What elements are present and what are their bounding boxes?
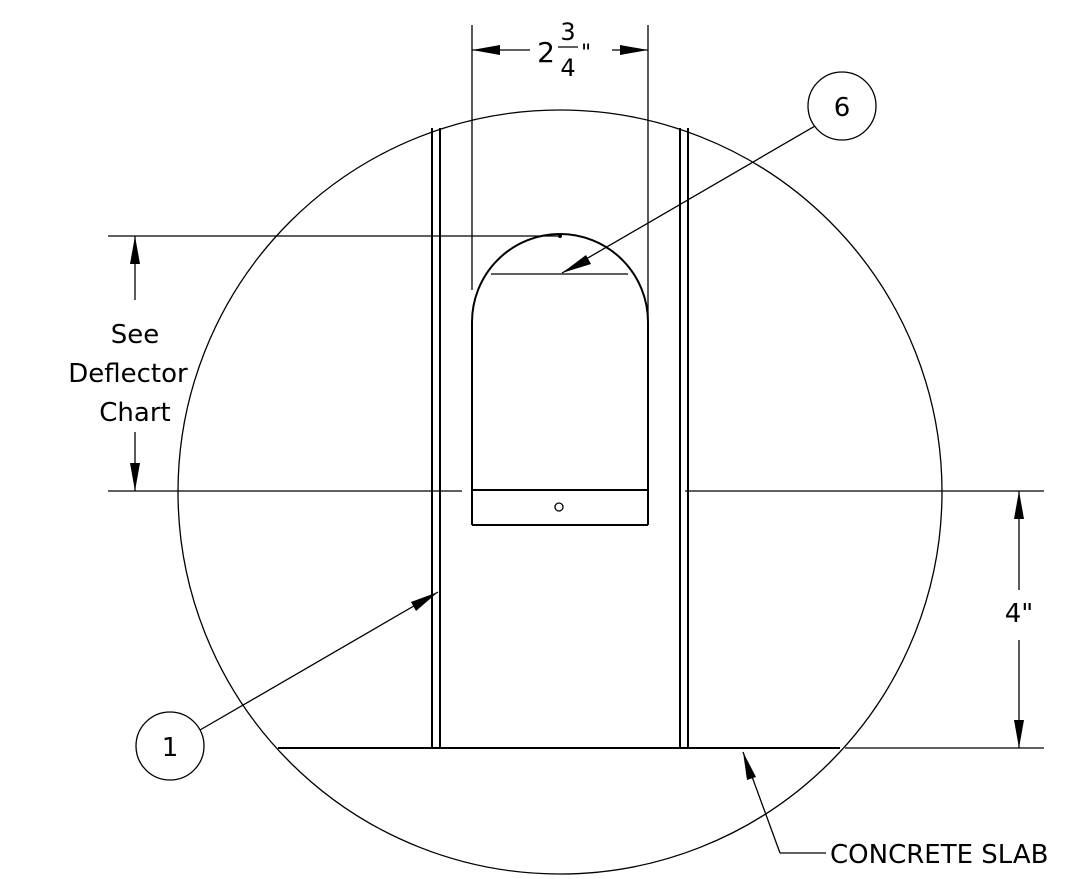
width-dimension: 2 3 4 " (471, 18, 649, 320)
height-dimension: See Deflector Chart (68, 235, 1044, 492)
detail-circle (177, 109, 943, 875)
height-dim-line-2: Deflector (68, 359, 188, 389)
height-dim-line-3: Chart (99, 398, 170, 428)
balloon-1-label: 1 (162, 733, 179, 763)
balloon-6-label: 6 (834, 93, 851, 123)
left-channel (431, 128, 441, 748)
mounting-hole (554, 502, 564, 512)
width-dim-unit: " (581, 41, 591, 66)
slab-height-label: 4" (1005, 599, 1034, 629)
width-dim-whole: 2 (537, 36, 555, 69)
slab-height-dimension: 4" (845, 491, 1044, 749)
concrete-slab-callout: CONCRETE SLAB (742, 751, 1049, 870)
height-dim-line-1: See (111, 320, 160, 350)
deflector-part (471, 233, 649, 526)
width-dim-numerator: 3 (560, 18, 575, 46)
right-channel (679, 128, 689, 748)
balloon-1: 1 (135, 591, 439, 781)
concrete-slab-label: CONCRETE SLAB (830, 840, 1049, 870)
balloon-6: 6 (561, 71, 877, 274)
width-dim-denominator: 4 (560, 54, 575, 82)
